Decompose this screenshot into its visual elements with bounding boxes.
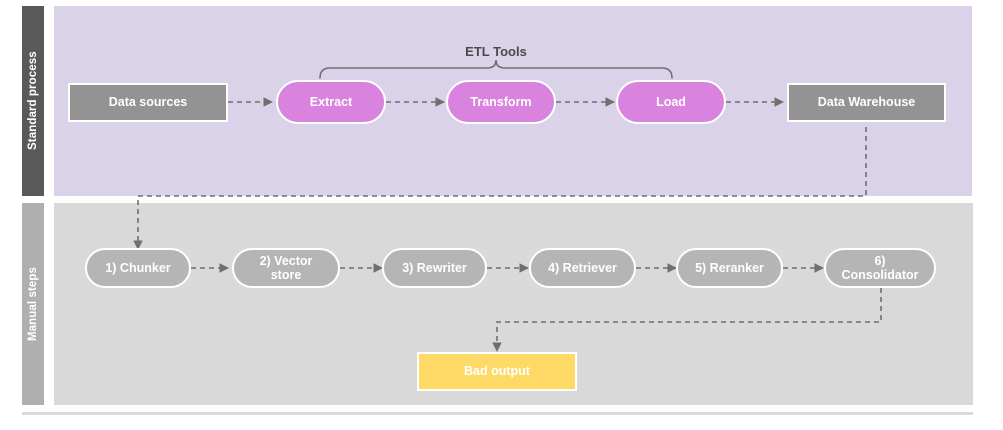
node-extract[interactable]: Extract	[276, 80, 386, 124]
node-vector-store[interactable]: 2) Vector store	[232, 248, 340, 288]
node-data-warehouse[interactable]: Data Warehouse	[787, 83, 946, 122]
node-retriever[interactable]: 4) Retriever	[529, 248, 636, 288]
node-chunker[interactable]: 1) Chunker	[85, 248, 191, 288]
node-transform[interactable]: Transform	[446, 80, 556, 124]
lane-title-standard-process: Standard process	[22, 6, 44, 196]
footer-divider	[22, 412, 973, 415]
node-bad-output[interactable]: Bad output	[417, 352, 577, 391]
node-reranker[interactable]: 5) Reranker	[676, 248, 783, 288]
node-load[interactable]: Load	[616, 80, 726, 124]
node-consolidator[interactable]: 6) Consolidator	[824, 248, 936, 288]
node-rewriter[interactable]: 3) Rewriter	[382, 248, 487, 288]
lane-title-manual-steps: Manual steps	[22, 203, 44, 405]
etl-tools-label: ETL Tools	[465, 44, 527, 59]
node-data-sources[interactable]: Data sources	[68, 83, 228, 122]
